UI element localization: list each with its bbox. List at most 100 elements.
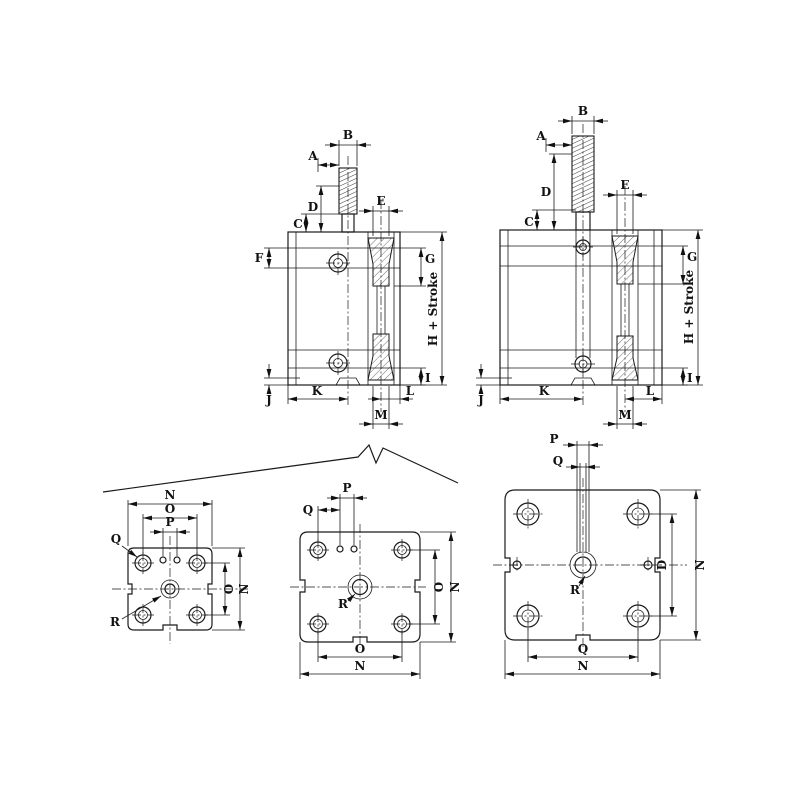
face-outline xyxy=(127,547,213,631)
dim-K: K xyxy=(499,384,583,404)
dim-P: P xyxy=(327,481,367,545)
rod-end-boss xyxy=(335,377,361,386)
dim-I: I xyxy=(662,367,693,386)
dim-C: C xyxy=(524,209,576,230)
dim-N-right: N xyxy=(212,547,251,631)
label-h-stroke: H + Stroke xyxy=(426,272,440,347)
label-m: M xyxy=(618,408,631,422)
dim-R: R xyxy=(110,595,162,629)
rod-thread-hole xyxy=(347,574,373,600)
label-c: C xyxy=(524,215,534,229)
label-n: N xyxy=(578,659,589,673)
dim-J: J xyxy=(476,364,500,407)
label-n: N xyxy=(165,488,176,502)
dim-P: P xyxy=(150,515,190,556)
face-outline xyxy=(299,531,421,643)
piston-rod-thread xyxy=(338,167,358,215)
dim-Q: Q xyxy=(111,532,138,558)
label-a: A xyxy=(535,129,546,143)
mount-hole xyxy=(186,604,208,626)
port-hole xyxy=(159,556,167,564)
bolt-hole xyxy=(326,251,350,275)
dim-O-right: O xyxy=(410,549,446,625)
mount-hole xyxy=(513,601,543,631)
label-k: K xyxy=(539,384,550,398)
label-p: P xyxy=(342,481,351,495)
label-n: N xyxy=(355,659,366,673)
dim-O-top: O xyxy=(142,502,198,554)
section-hatch-top xyxy=(611,235,639,285)
label-k: K xyxy=(312,384,323,398)
label-q: Q xyxy=(111,532,121,546)
dim-N-right: N xyxy=(420,531,462,643)
dim-Q-top: Q xyxy=(553,454,600,552)
label-l: L xyxy=(406,384,415,398)
mount-hole xyxy=(186,552,208,574)
break-mark xyxy=(102,443,459,493)
label-j: J xyxy=(265,393,272,407)
dim-E: E xyxy=(603,178,647,234)
dim-O-bottom: O xyxy=(317,633,403,662)
label-c: C xyxy=(293,217,303,231)
dim-C: C xyxy=(293,213,342,232)
dim-A: A xyxy=(535,129,572,152)
label-g: G xyxy=(687,250,697,264)
port-hole xyxy=(336,545,344,553)
label-j: J xyxy=(477,393,484,407)
label-o: O xyxy=(355,642,365,656)
face-view-large: P Q R D N Q N xyxy=(493,432,707,679)
dim-N-bottom: N xyxy=(504,640,661,679)
dim-N-bottom: N xyxy=(299,642,421,679)
dim-P: P xyxy=(549,432,603,552)
dim-R: R xyxy=(570,575,586,597)
label-n: N xyxy=(693,559,707,570)
mount-hole xyxy=(307,539,329,561)
label-d: D xyxy=(541,185,551,199)
mount-hole xyxy=(307,613,329,635)
dim-H-stroke: H + Stroke xyxy=(400,231,447,386)
dim-I: I xyxy=(400,367,431,386)
label-g: G xyxy=(425,252,435,266)
dim-M: M xyxy=(603,386,647,429)
port-hole xyxy=(350,545,358,553)
port-hole xyxy=(173,556,181,564)
mount-hole xyxy=(132,604,154,626)
face-view-small: N O P Q O N R xyxy=(110,488,251,644)
label-a: A xyxy=(307,149,318,163)
dim-O-right: O xyxy=(205,562,236,616)
dim-F: F xyxy=(255,247,288,269)
dim-Q: Q xyxy=(303,503,340,541)
mount-hole xyxy=(513,499,543,529)
label-d: D xyxy=(655,560,669,570)
side-port-hole xyxy=(509,557,525,573)
bolt-hole xyxy=(573,237,593,257)
dim-N-top: N xyxy=(127,488,213,546)
label-h-stroke: H + Stroke xyxy=(682,270,696,345)
dim-J: J xyxy=(264,364,288,407)
label-o: O xyxy=(165,502,175,516)
label-e: E xyxy=(376,194,385,208)
mount-hole xyxy=(132,552,154,574)
section-hatch-top xyxy=(367,237,395,287)
label-n: N xyxy=(448,581,462,592)
label-p: P xyxy=(549,432,558,446)
dim-B: B xyxy=(325,128,371,166)
dim-N-right: N xyxy=(660,489,707,641)
dim-G: G xyxy=(394,247,435,287)
label-i: I xyxy=(425,371,431,385)
face-outline xyxy=(504,489,661,641)
label-e: E xyxy=(620,178,629,192)
dim-L: L xyxy=(625,384,663,404)
side-view-large: B A D C E G xyxy=(476,104,703,429)
bolt-hole xyxy=(326,351,350,375)
mount-hole xyxy=(391,613,413,635)
dim-B: B xyxy=(558,104,608,134)
label-r: R xyxy=(338,597,349,611)
dim-E: E xyxy=(359,194,403,236)
dim-D: D xyxy=(541,153,572,230)
dim-Q-bottom: Q xyxy=(527,628,639,662)
mount-hole xyxy=(623,499,653,529)
label-n: N xyxy=(237,583,251,594)
label-l: L xyxy=(646,384,655,398)
